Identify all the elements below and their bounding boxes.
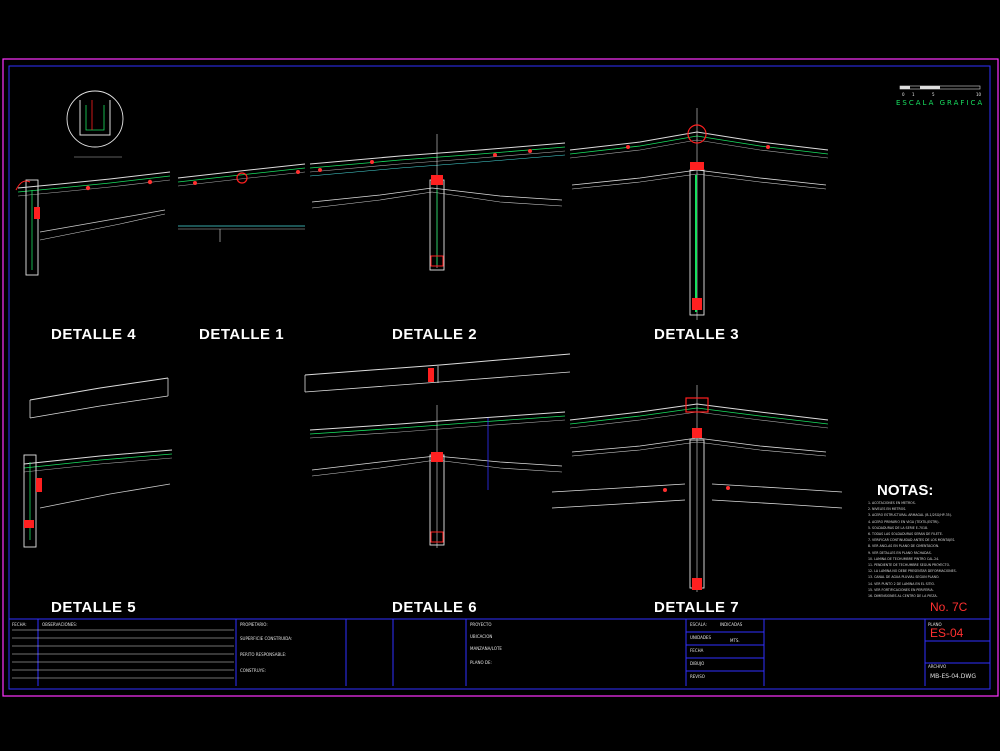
graphic-scale-bar xyxy=(899,85,981,90)
tb-observaciones: OBSERVACIONES: xyxy=(42,622,78,627)
tb-unidades: UNIDADES xyxy=(690,635,711,640)
tb-number: No. 7C xyxy=(930,600,968,614)
tb-unidades-value: MTS. xyxy=(730,638,740,643)
detail-3-drawing xyxy=(569,108,829,320)
note-item: 6. TODAS LAS SOLDADURAS SERAN DE FILETE. xyxy=(868,532,943,537)
detail-2-label: DETALLE 2 xyxy=(392,326,478,343)
note-item: 9. VER DETALLES EN PLANO FACHADAS. xyxy=(868,550,932,555)
tb-plano-value: ES-04 xyxy=(930,626,964,640)
note-item: 15. VER FORTIFICACIONES EN PERIFERIA. xyxy=(868,587,934,592)
note-item: 1. ACOTACIONES EN METROS. xyxy=(868,501,916,505)
note-item: 16. DIMENSIONES AL CENTRO DE LA PIEZA. xyxy=(868,594,938,599)
note-item: 7. VERIFICAR CONTINUIDAD ANTES DE LOS MO… xyxy=(868,538,956,543)
detail-7-label: DETALLE 7 xyxy=(654,599,740,616)
notes-title: NOTAS: xyxy=(877,482,934,499)
note-item: 13. CANAL DE AGUA PLUVIAL SEGUN PLANO. xyxy=(868,575,940,580)
note-item: 2. NIVELES EN METROS. xyxy=(868,507,907,512)
observations-rows xyxy=(12,629,234,679)
note-item: 4. ACERO PRIMARIO EN VIGA (TEXTIL/ESTRI)… xyxy=(868,519,940,524)
detail-6-drawing xyxy=(304,353,571,548)
scale-title: ESCALA GRAFICA xyxy=(896,99,985,107)
notes-list: 1. ACOTACIONES EN METROS. 2. NIVELES EN … xyxy=(868,500,957,599)
tb-plano-de: PLANO DE: xyxy=(470,660,492,665)
tb-dibujo: DIBUJO xyxy=(690,661,705,666)
note-item: 3. ACERO ESTRUCTURAL ARMAGAL (B-1/2SG/HP… xyxy=(868,513,952,518)
tb-ubicacion: UBICACION xyxy=(470,634,493,639)
tb-escala-value: INDICADAS xyxy=(720,622,743,627)
detail-5-drawing xyxy=(23,377,173,548)
detail-5-label: DETALLE 5 xyxy=(51,599,137,616)
detail-1-drawing xyxy=(177,163,306,242)
sheet-outer-border xyxy=(2,58,999,697)
note-item: 8. VER ANCLAS EN PLANO DE CIMENTACION. xyxy=(868,544,940,549)
tb-propietario: PROPIETARIO: xyxy=(240,622,268,627)
title-block-frame xyxy=(8,618,991,690)
tb-superficie: SUPERFICIE CONSTRUIDA: xyxy=(240,636,293,641)
note-item: 14. VER PUNTO 2 DE LAMINA EN EL SITIO. xyxy=(868,581,935,586)
detail-3-label: DETALLE 3 xyxy=(654,326,740,343)
tb-manzana: MANZANA/LOTE xyxy=(470,646,502,651)
detail-4-drawing xyxy=(15,90,171,276)
note-item: 10. LAMINA DE TECHUMBRE PINTRO CAL.24. xyxy=(868,556,940,561)
tb-archivo: ARCHIVO xyxy=(928,664,947,669)
detail-1-label: DETALLE 1 xyxy=(199,326,285,343)
tb-fecha: FECHA: xyxy=(12,622,27,627)
tb-escala: ESCALA: xyxy=(690,622,707,627)
tb-plano: PLANO xyxy=(928,622,942,627)
tb-reviso: REVISO xyxy=(690,674,705,679)
note-item: 5. SOLDADURAS DE LA SERIE E-7018. xyxy=(868,525,929,530)
tb-constructor: CONSTRUYE: xyxy=(240,668,266,673)
tb-proyecto: PROYECTO xyxy=(470,622,492,627)
note-item: 11. PENDIENTE DE TECHUMBRE SEGUN PROYECT… xyxy=(868,563,950,568)
detail-4-label: DETALLE 4 xyxy=(51,326,137,343)
detail-7-drawing xyxy=(551,385,843,592)
tb-archivo-value: MB-ES-04.DWG xyxy=(930,673,976,680)
tb-fecha2: FECHA xyxy=(690,648,704,653)
detail-6-label: DETALLE 6 xyxy=(392,599,478,616)
tb-perito: PERITO RESPONSABLE: xyxy=(240,652,287,657)
detail-2-drawing xyxy=(309,134,566,271)
note-item: 12. LA LAMINA NO DEBE PRESENTAR DEFORMAC… xyxy=(868,569,957,574)
